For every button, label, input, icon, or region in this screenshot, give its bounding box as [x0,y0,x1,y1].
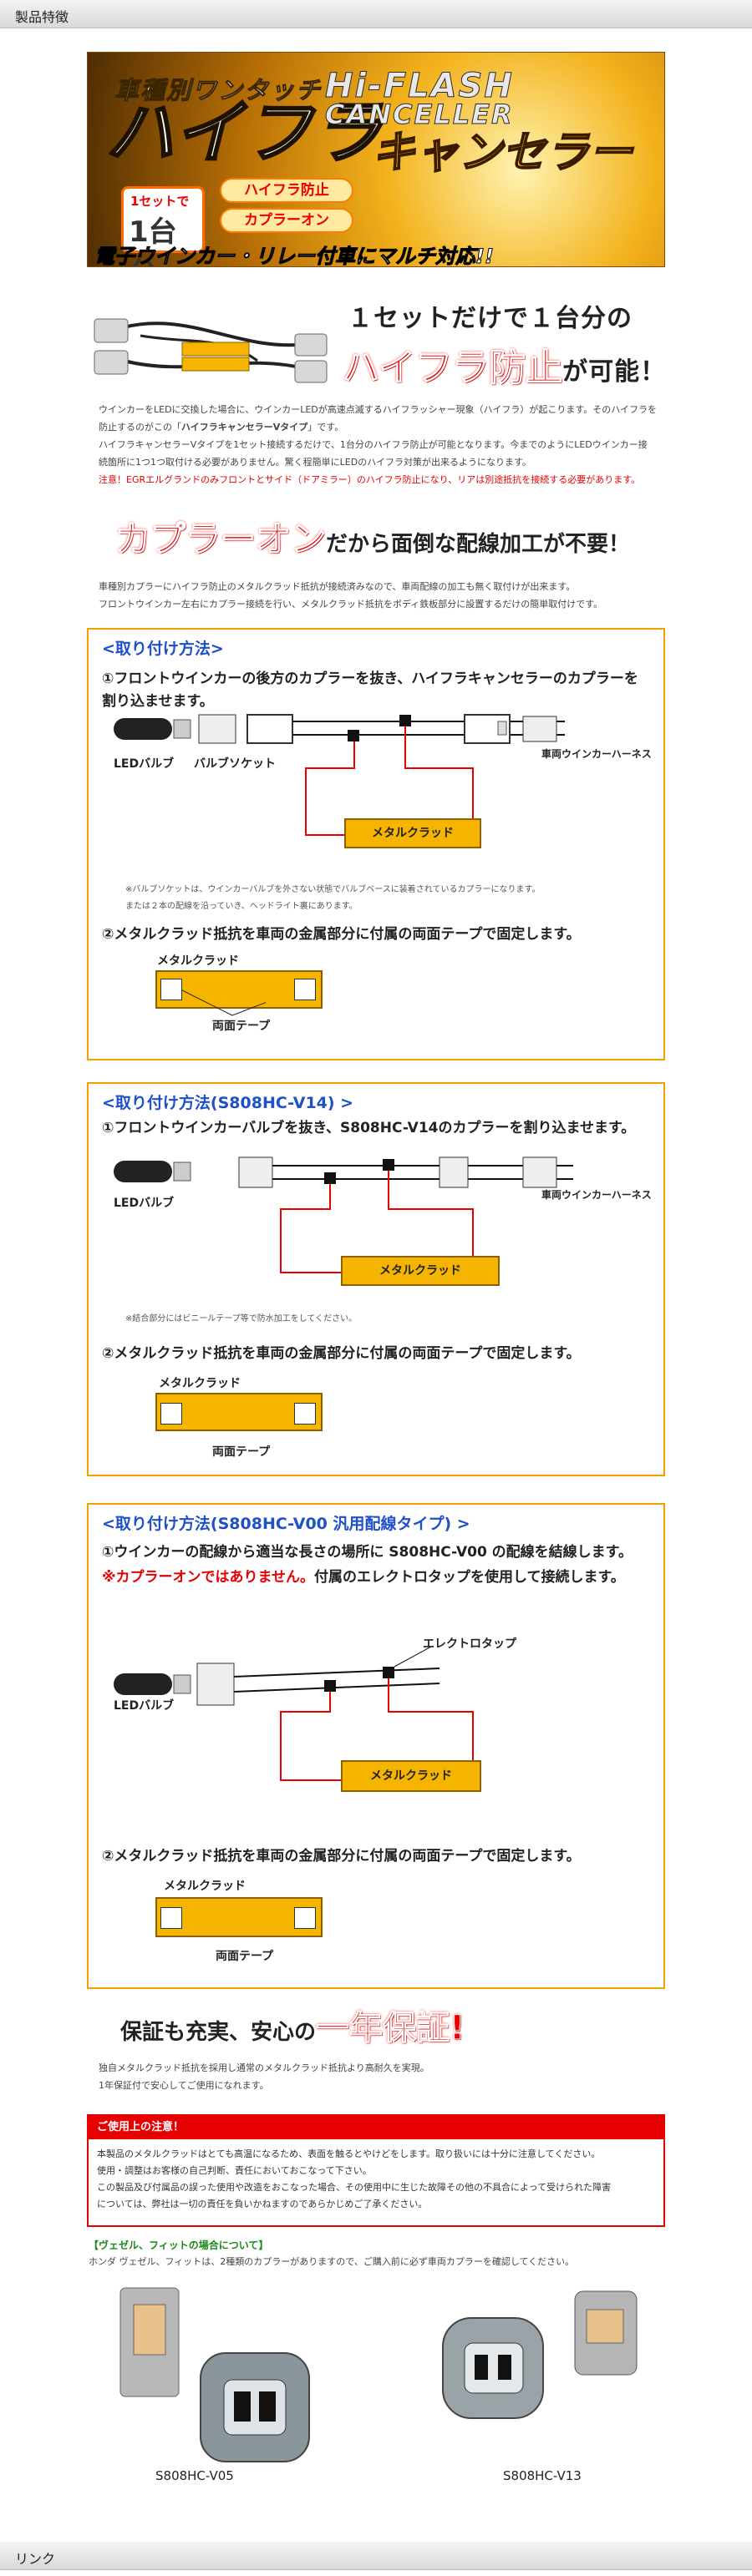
install3-title: <取り付け方法(S808HC-V00 汎用配線タイプ) > [102,1515,470,1533]
coupler-image-v05 [119,2287,310,2462]
product-banner: 車種別ワンタッチ ハイフラ Hi-FLASH CANCELLER キャンセラー … [87,52,665,267]
banner-badge: 1セットで 1台分 [121,186,205,266]
install1-harness-label: 車両ウインカーハーネス [541,748,652,760]
install1-step2: ②メタルクラッド抵抗を車両の金属部分に付属の両面テープで固定します。 [102,926,581,943]
coupler-paragraph: 車種別カプラーにハイフラ防止のメタルクラッド抵抗が接続済みなので、車両配線の加工… [99,578,667,613]
warranty-lead: 保証も充実、安心の [120,2020,317,2045]
install1-tape-label: 両面テープ [212,1020,271,1033]
warranty-highlight: 一年保証! [316,2009,465,2048]
install2-tape-label: 両面テープ [212,1445,271,1459]
install2-step2: ②メタルクラッド抵抗を車両の金属部分に付属の両面テープで固定します。 [102,1345,581,1362]
caution-box: ご使用上の注意！ 本製品のメタルクラッドはとても高温になるため、表面を触るとやけ… [87,2114,665,2227]
intro-p3: ハイフラキャンセラーVタイプを1セット接続するだけで、1台分のハイフラ防止が可能… [99,439,648,450]
install3-metal-clad: メタルクラッド [341,1760,481,1792]
model-label-v05: S808HC-V05 [155,2468,234,2483]
install3-tap-label: エレクトロタップ [423,1637,516,1651]
install1-tape-leader [182,989,266,1016]
badge-big: 1台分 [129,215,177,266]
intro-line2-rest: が可能！ [562,357,667,387]
model-label-v13: S808HC-V13 [503,2468,582,2483]
install1-step1: ①フロントウインカーの後方のカプラーを抜き、ハイフラキャンセラーのカプラーを 割… [102,671,638,710]
coupler-headline: カプラーオンだから面倒な配線加工が不要！ [114,511,631,562]
caution-body: 本製品のメタルクラッドはとても高温になるため、表面を触るとやけどをします。取り扱… [97,2148,612,2209]
tape-right [294,979,316,1000]
banner-title: ハイフラ [104,94,383,173]
tape-right [294,1907,316,1929]
banner-tagline: 車種別ワンタッチ [114,76,323,105]
product-harness-image [94,318,328,383]
banner-title2: キャンセラー [371,128,633,178]
badge-small: 1セットで [130,194,190,209]
install-box-2: <取り付け方法(S808HC-V14) > ①フロントウインカーバルブを抜き、S… [87,1082,665,1476]
banner-pill-hiflash: ハイフラ防止 [220,178,353,203]
install1-metal-caption: メタルクラッド [157,954,239,968]
install-box-1: <取り付け方法> ①フロントウインカーの後方のカプラーを抜き、ハイフラキャンセラ… [87,628,665,1060]
section-header-links: リンク [0,2542,752,2570]
caution-head: ご使用上の注意！ [89,2116,663,2139]
coupler-highlight: カプラーオン [114,519,327,560]
coupler-rest: だから面倒な配線加工が不要！ [326,532,631,557]
install2-title: <取り付け方法(S808HC-V14) > [102,1094,354,1112]
install1-metal-clad: メタルクラッド [344,818,481,848]
intro-paragraph: ウインカーをLEDに交換した場合に、ウインカーLEDが高速点滅するハイフラッシャ… [99,401,667,488]
install2-metal-clad: メタルクラッド [341,1256,500,1286]
banner-en-line1: Hi-FLASH [325,67,514,105]
intro-caution: 注意！EGRエルグランドのみフロントとサイド（ドアミラー）のハイフラ防止になり、… [99,474,641,485]
warranty-p2: 1年保証付で安心してご使用になれます。 [99,2080,269,2091]
banner-bottom-text: 電子ウインカー・リレー付車にマルチ対応!! [94,245,495,267]
warranty-paragraph: 独自メタルクラッド抵抗を採用し通常のメタルクラッド抵抗より高耐久を実現。 1年保… [99,2059,429,2094]
install2-harness-label: 車両ウインカーハーネス [541,1189,652,1201]
install2-step1: ①フロントウインカーバルブを抜き、S808HC-V14のカプラーを割り込ませます… [102,1120,636,1136]
install3-step2: ②メタルクラッド抵抗を車両の金属部分に付属の両面テープで固定します。 [102,1848,581,1865]
tape-left [160,1403,182,1425]
install1-led-label: LEDバルブ [114,757,175,771]
intro-p2: 防止するのがこの「ハイフラキャンセラーVタイプ」です。 [99,422,344,433]
warranty-p1: 独自メタルクラッド抵抗を採用し通常のメタルクラッド抵抗より高耐久を実現。 [99,2062,429,2073]
section-title: 製品特徴 [15,9,69,25]
coupler-p1: 車種別カプラーにハイフラ防止のメタルクラッド抵抗が接続済みなので、車両配線の加工… [99,581,576,592]
install3-led-label: LEDバルブ [114,1699,175,1713]
install1-socket-label: バルブソケット [194,757,276,771]
install1-notes: ※バルブソケットは、ウインカーバルブを外さない状態でバルブベースに装着されている… [125,885,541,911]
install2-metal-caption: メタルクラッド [159,1377,241,1390]
install3-step1b: ※カプラーオンではありません。付属のエレクトロタップを使用して接続します。 [102,1569,625,1586]
coupler-image-v13 [442,2290,638,2419]
intro-line2: ハイフラ防止が可能！ [342,337,667,391]
install3-metal-caption: メタルクラッド [164,1880,246,1893]
vezel-title: 【ヴェゼル、フィットの場合について】 [89,2239,269,2251]
section-title-links: リンク [15,2551,56,2567]
section-header-features: 製品特徴 [0,0,752,28]
intro-p1: ウインカーをLEDに交換した場合に、ウインカーLEDが高速点滅するハイフラッシャ… [99,404,658,415]
install3-step1: ①ウインカーの配線から適当な長さの場所に S808HC-V00 の配線を結線しま… [102,1544,633,1561]
vezel-text: ホンダ ヴェゼル、フィットは、2種類のカプラーがありますので、ご購入前に必ず車両… [89,2256,575,2267]
install2-wiring-diagram [114,1156,573,1273]
install3-wiring-diagram [114,1646,474,1781]
install-box-3: <取り付け方法(S808HC-V00 汎用配線タイプ) > ①ウインカーの配線か… [87,1503,665,1989]
intro-line1: １セットだけで１台分の [348,304,633,333]
tape-left [160,979,182,1000]
banner-en-line2: CANCELLER [325,99,514,130]
install1-title: <取り付け方法> [102,640,224,658]
tape-left [160,1907,182,1929]
intro-highlight: ハイフラ防止 [342,347,563,390]
install3-tape-label: 両面テープ [216,1950,274,1963]
warranty-headline: 保証も充実、安心の一年保証! [120,2001,465,2049]
intro-p4: 続箇所に1つ1つ取付ける必要がありません。驚く程簡単にLEDのハイフラ対策が出来… [99,457,531,468]
install2-led-label: LEDバルブ [114,1197,175,1210]
install1-wiring-diagram [114,714,565,836]
coupler-p2: フロントウインカー左右にカプラー接続を行い、メタルクラッド抵抗をボディ鉄板部分に… [99,599,603,610]
banner-pill-coupler: カプラーオン [220,208,353,233]
install2-note: ※結合部分にはビニールテープ等で防水加工をしてください。 [125,1314,358,1323]
tape-right [294,1403,316,1425]
